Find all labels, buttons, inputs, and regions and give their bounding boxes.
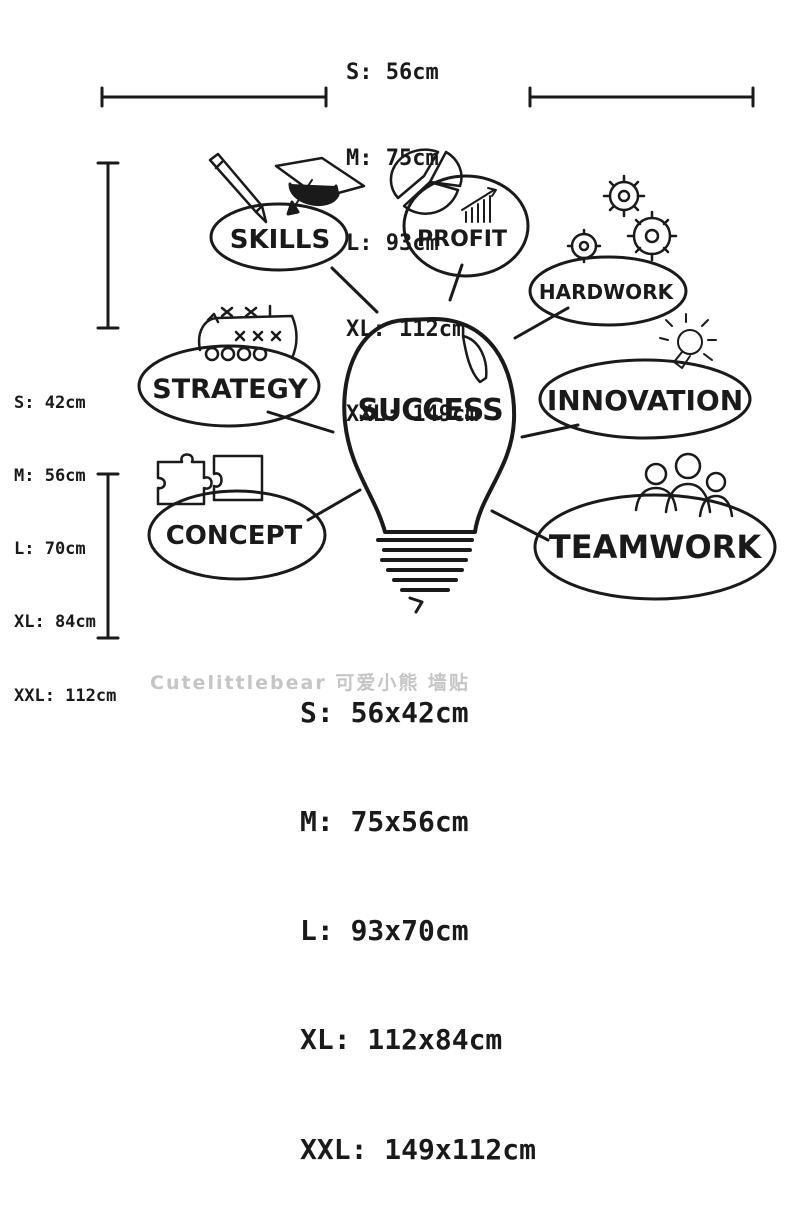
side-size-xxl: XXL: 112cm	[14, 685, 117, 706]
innovation-bubble	[538, 358, 752, 440]
pie-chart-icon	[389, 148, 463, 215]
concept-bubble	[147, 489, 327, 581]
profit-bubble	[402, 174, 530, 278]
wall-decal-illustration: SUCCESS SKILLS PROFIT HARDWORK STRATEGY …	[96, 86, 777, 640]
combined-size-s: S: 56x42cm	[300, 695, 469, 729]
side-size-l: L: 70cm	[14, 539, 86, 560]
width-dimension-line	[100, 86, 755, 108]
hardwork-bubble	[528, 255, 688, 327]
height-dimension-line	[96, 161, 120, 640]
teamwork-label: TEAMWORK	[549, 528, 762, 566]
combined-size-list: S: 56x42cm M: 75x56cm L: 93x70cm XL: 112…	[300, 622, 536, 1205]
top-size-xxl: XXL: 149cm	[346, 402, 479, 427]
side-size-xl: XL: 84cm	[14, 612, 96, 633]
combined-size-l: L: 93x70cm	[300, 914, 469, 948]
light-bulb-icon	[342, 316, 517, 614]
bar-chart-icon	[461, 187, 497, 223]
skills-bubble	[209, 202, 349, 272]
strategy-label: STRATEGY	[152, 374, 308, 405]
gears-icon	[566, 174, 678, 264]
idea-bulb-icon	[659, 313, 717, 369]
combined-size-xxl: XXL: 149x112cm	[300, 1132, 537, 1166]
strategy-play-icon	[197, 304, 298, 362]
teamwork-bubble	[533, 493, 777, 601]
profit-label: PROFIT	[417, 227, 507, 252]
combined-size-xl: XL: 112x84cm	[300, 1023, 503, 1057]
side-size-list: S: 42cm M: 56cm L: 70cm XL: 84cm XXL: 11…	[14, 342, 116, 733]
puzzle-pieces-icon	[156, 453, 264, 506]
watermark-text: Cutelittlebear 可爱小熊 墙贴	[150, 672, 470, 694]
combined-size-m: M: 75x56cm	[300, 805, 469, 839]
strategy-bubble	[137, 344, 321, 428]
side-size-s: S: 42cm	[14, 392, 86, 413]
top-size-m: M: 75cm	[346, 145, 439, 171]
skills-label: SKILLS	[230, 225, 330, 255]
top-size-xl: XL: 112cm	[346, 316, 466, 342]
team-people-icon	[634, 452, 734, 518]
top-size-l: L: 93cm	[346, 231, 439, 256]
center-success-label: SUCCESS	[357, 393, 502, 428]
pencil-icon	[208, 152, 268, 224]
side-size-m: M: 56cm	[14, 466, 86, 487]
concept-label: CONCEPT	[166, 521, 303, 551]
hardwork-label: HARDWORK	[539, 280, 675, 304]
graduation-cap-icon	[274, 156, 366, 216]
top-size-list: S: 56cm M: 75cm L: 93cm XL: 112cm XXL: 1…	[346, 2, 478, 458]
innovation-label: INNOVATION	[547, 384, 743, 417]
top-size-s: S: 56cm	[346, 60, 439, 85]
